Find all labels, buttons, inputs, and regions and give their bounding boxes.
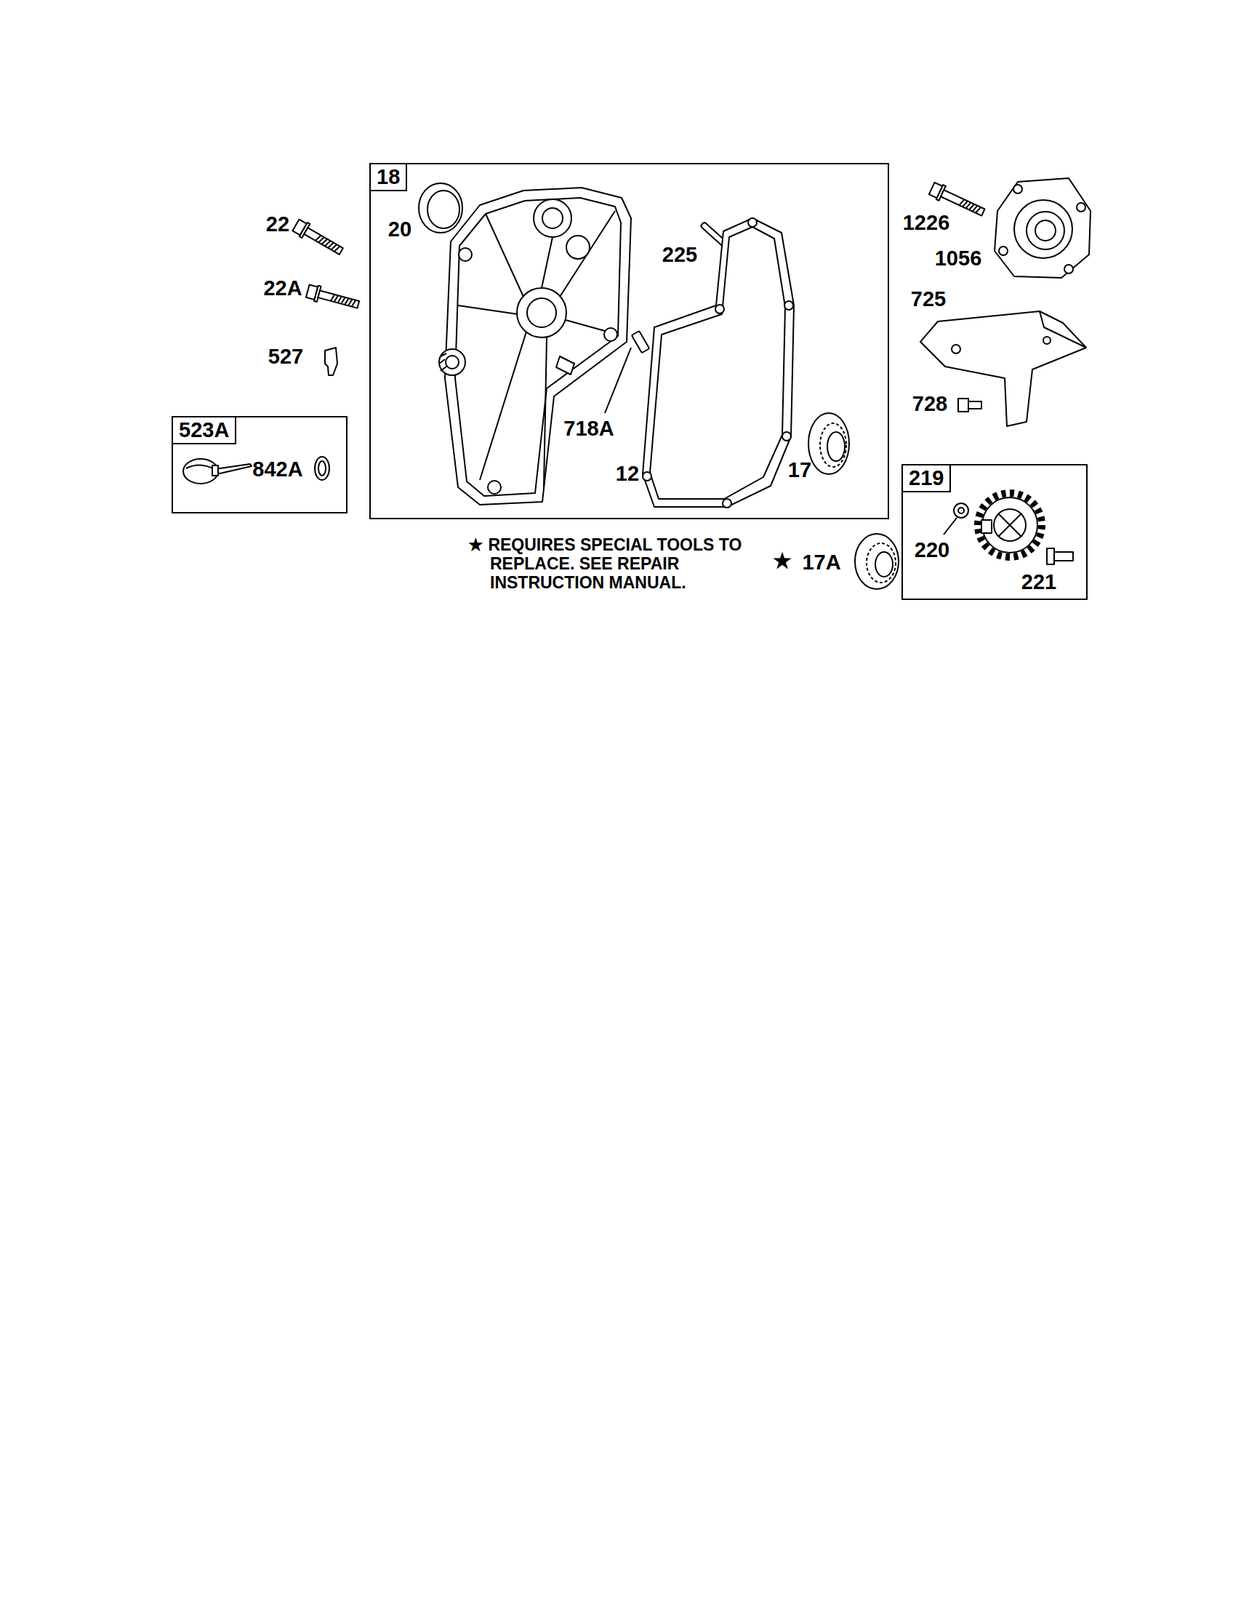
callout-number: 12 <box>615 462 640 486</box>
bearing-plate <box>994 178 1091 278</box>
group-number: 523A <box>173 417 237 445</box>
callout-number: 718A <box>563 417 614 441</box>
callout-number: 1226 <box>902 211 951 235</box>
callout-number: 527 <box>268 345 304 369</box>
ball-bearing <box>854 533 899 589</box>
callout-number: 17A <box>801 551 841 575</box>
dowel <box>631 330 650 353</box>
callout-number: 1056 <box>934 247 983 271</box>
washer <box>314 456 330 480</box>
washer <box>953 503 969 518</box>
shoulder-bolt <box>1046 548 1074 565</box>
callout-number: 725 <box>910 287 946 312</box>
crankcase-cover <box>439 187 632 505</box>
washer <box>958 507 965 514</box>
oil-seal <box>418 183 463 233</box>
group-number: 219 <box>902 465 951 493</box>
callout-number: 22 <box>266 213 290 237</box>
callout-number: 221 <box>1021 570 1057 594</box>
parts-group-box: 219 220 221 <box>901 463 1088 600</box>
clip <box>324 347 338 376</box>
callout-number: ★ <box>772 549 792 573</box>
bolt <box>305 283 360 313</box>
leader-line <box>943 517 957 535</box>
ball-bearing <box>808 412 850 475</box>
callout-number: 22A <box>263 276 302 301</box>
note-text: ★ REQUIRES SPECIAL TOOLS TO REPLACE. SEE… <box>468 535 781 592</box>
gear <box>977 492 1042 557</box>
parts-group-box: 18 20 225 718A12 17 <box>369 162 890 520</box>
callout-number: 842A <box>252 458 303 482</box>
callout-number: 17 <box>788 458 812 483</box>
screw <box>958 398 982 412</box>
callout-number: 728 <box>912 392 948 416</box>
bolt <box>291 218 345 259</box>
gasket <box>642 218 794 508</box>
parts-group-box: 523A 842A <box>171 415 348 514</box>
group-number: 18 <box>370 164 408 192</box>
callout-number: 220 <box>914 538 950 562</box>
callout-number: 20 <box>388 218 412 242</box>
washer <box>318 460 326 476</box>
dipstick <box>183 458 252 484</box>
leader-line <box>604 347 632 413</box>
callout-number: 225 <box>662 243 698 267</box>
